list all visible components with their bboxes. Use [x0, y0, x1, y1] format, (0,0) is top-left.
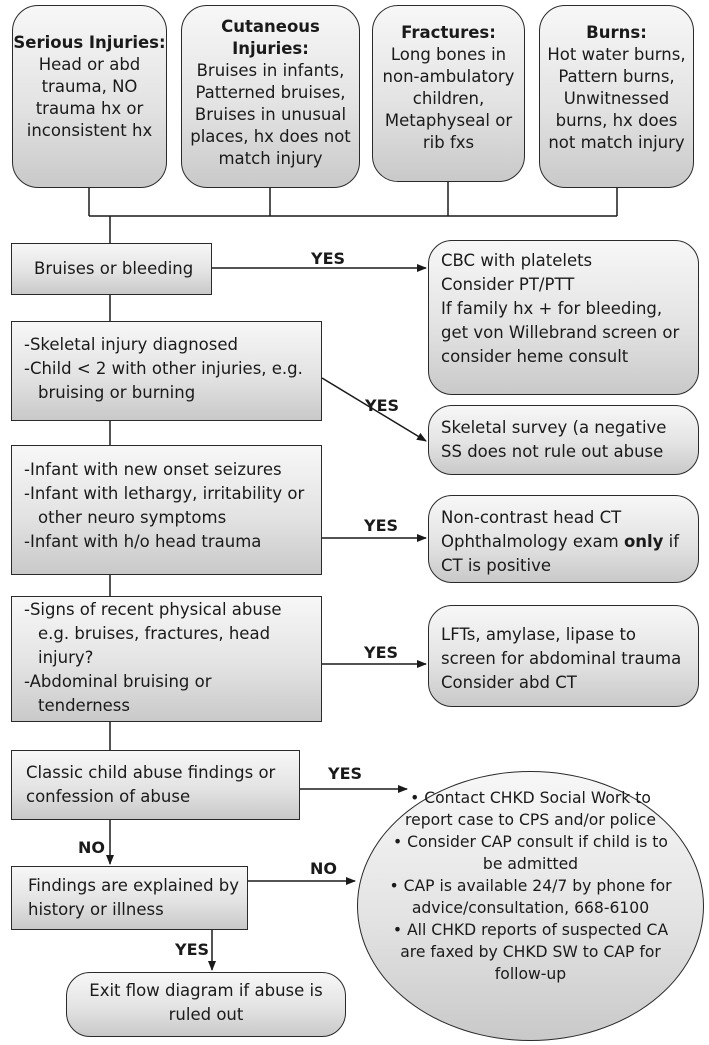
top-line: Pattern burns,: [558, 67, 675, 86]
action-line: CBC with platelets: [441, 251, 593, 270]
contact-chkd-circle: • Contact CHKD Social Work to report cas…: [357, 771, 704, 1041]
edge-label-yes: YES: [328, 764, 363, 783]
decision-line: confession of abuse: [26, 787, 191, 806]
top-line: Unwitnessed: [563, 89, 670, 108]
circle-line: report case to CPS and/or police: [405, 811, 656, 829]
action-line: If family hx + for bleeding,: [441, 299, 663, 318]
top-line: rib fxs: [422, 133, 475, 152]
edge-label-no: NO: [310, 859, 337, 878]
circle-line: follow-up: [494, 965, 567, 983]
circle-line: • CAP is available 24/7 by phone for: [389, 877, 672, 895]
serious-injuries-heading: Serious Injuries:: [13, 33, 166, 52]
decision-bruises-bleeding: Bruises or bleeding: [11, 243, 212, 295]
top-line: Hot water burns,: [547, 45, 686, 64]
top-line: places, hx does not: [190, 127, 351, 146]
top-line: Bruises in unusual: [194, 105, 347, 124]
cutaneous-heading-2: Injuries:: [232, 39, 309, 58]
decision-line: history or illness: [28, 900, 164, 919]
action-lfts-amylase: LFTs, amylase, lipase to screen for abdo…: [428, 605, 699, 707]
action-line: Consider abd CT: [441, 673, 577, 692]
circle-line: • Consider CAP consult if child is to: [393, 833, 668, 851]
decision-line: e.g. bruises, fractures, head: [38, 624, 271, 643]
top-line: trauma, NO: [41, 77, 138, 96]
decision-line: -Infant with h/o head trauma: [24, 532, 262, 551]
action-line: CT is positive: [441, 556, 551, 575]
decision-line: -Child < 2 with other injuries, e.g.: [24, 359, 303, 378]
exit-flow-box: Exit flow diagram if abuse is ruled out: [66, 972, 346, 1037]
ophthalmology-text: Ophthalmology exam: [441, 532, 624, 551]
decision-classic-findings: Classic child abuse findings or confessi…: [11, 750, 300, 820]
top-line: not match injury: [548, 133, 685, 152]
cutaneous-injuries-box: Cutaneous Injuries: Bruises in infants, …: [181, 5, 360, 188]
top-line: Bruises in infants,: [196, 61, 345, 80]
circle-line: • All CHKD reports of suspected CA: [392, 921, 669, 939]
edge-label-yes: YES: [365, 396, 400, 415]
circle-line: are faxed by CHKD SW to CAP for: [400, 943, 661, 961]
exit-line: Exit flow diagram if abuse is: [89, 981, 323, 1000]
decision-infant-neuro: -Infant with new onset seizures -Infant …: [11, 445, 322, 575]
exit-line: ruled out: [168, 1005, 244, 1024]
circle-line: advice/consultation, 668-6100: [411, 899, 650, 917]
edge-label-yes: YES: [364, 516, 399, 535]
action-line: LFTs, amylase, lipase to: [441, 625, 637, 644]
burns-heading: Burns:: [586, 23, 647, 42]
top-line: Metaphyseal or: [384, 111, 513, 130]
action-line: consider heme consult: [441, 347, 629, 366]
only-emphasis: only: [623, 532, 664, 551]
decision-line: -Signs of recent physical abuse: [24, 600, 282, 619]
decision-line: Bruises or bleeding: [34, 259, 194, 278]
top-line: match injury: [218, 149, 323, 168]
burns-box: Burns: Hot water burns, Pattern burns, U…: [539, 5, 694, 188]
ophthalmology-if: if: [663, 532, 680, 551]
edge-label-yes: YES: [311, 249, 346, 268]
action-line: get von Willebrand screen or: [441, 323, 680, 342]
decision-line: tenderness: [38, 696, 130, 715]
top-line: Head or abd: [38, 55, 141, 74]
action-line: Consider PT/PTT: [441, 275, 575, 294]
decision-skeletal-injury: -Skeletal injury diagnosed -Child < 2 wi…: [11, 321, 322, 421]
decision-line: other neuro symptoms: [38, 508, 227, 527]
action-skeletal-survey: Skeletal survey (a negative SS does not …: [428, 405, 699, 475]
decision-line: -Infant with new onset seizures: [24, 460, 282, 479]
decision-line: -Skeletal injury diagnosed: [24, 335, 238, 354]
action-line: Skeletal survey (a negative: [441, 418, 667, 437]
decision-findings-explained: Findings are explained by history or ill…: [11, 866, 248, 930]
fractures-box: Fractures: Long bones in non-ambulatory …: [372, 5, 525, 182]
action-line: SS does not rule out abuse: [441, 442, 664, 461]
top-line: Patterned bruises,: [195, 83, 346, 102]
decision-line: -Abdominal bruising or: [24, 672, 212, 691]
top-line: children,: [412, 89, 485, 108]
top-line: trauma hx or: [35, 99, 144, 118]
action-line: Non-contrast head CT: [441, 508, 622, 527]
action-head-ct: Non-contrast head CT Ophthalmology exam …: [428, 495, 699, 583]
top-line: non-ambulatory: [382, 67, 515, 86]
edge-label-yes: YES: [364, 643, 399, 662]
edge-label-no: NO: [78, 838, 105, 857]
top-line: burns, hx does: [555, 111, 678, 130]
circle-line: be admitted: [482, 855, 579, 873]
edge-label-yes: YES: [175, 940, 210, 959]
fractures-heading: Fractures:: [401, 23, 496, 42]
decision-physical-abuse: -Signs of recent physical abuse e.g. bru…: [11, 596, 322, 722]
action-line: Ophthalmology exam only if: [441, 530, 688, 554]
decision-line: -Infant with lethargy, irritability or: [24, 484, 305, 503]
action-cbc-platelets: CBC with platelets Consider PT/PTT If fa…: [428, 240, 699, 395]
top-line: Long bones in: [390, 45, 507, 64]
decision-line: Findings are explained by: [28, 876, 240, 895]
action-line: screen for abdominal trauma: [441, 649, 682, 668]
circle-line: • Contact CHKD Social Work to: [410, 789, 651, 807]
serious-injuries-box: Serious Injuries: Head or abd trauma, NO…: [12, 5, 167, 188]
decision-line: Classic child abuse findings or: [26, 763, 276, 782]
decision-line: bruising or burning: [38, 383, 196, 402]
decision-line: injury?: [38, 648, 94, 667]
top-line: inconsistent hx: [26, 121, 153, 140]
cutaneous-heading-1: Cutaneous: [221, 17, 320, 36]
arrow-yes-2: [321, 377, 427, 442]
